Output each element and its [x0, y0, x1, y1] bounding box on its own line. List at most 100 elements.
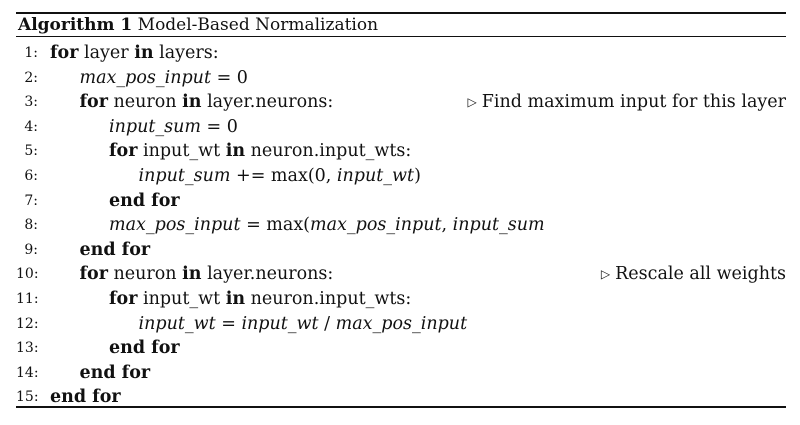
variable: input_sum — [138, 165, 231, 186]
code-text: ) — [414, 165, 421, 186]
code-text: input_wt — [137, 288, 226, 309]
code-text: += max(0, — [230, 165, 337, 186]
algorithm-line: 10: for neuron in layer.neurons: ▷ Rescale … — [16, 262, 786, 287]
line-code: for neuron in layer.neurons: — [80, 262, 334, 287]
code-text: = — [215, 313, 242, 334]
algorithm-title: Model-Based Normalization — [137, 15, 379, 35]
line-number: 8: — [24, 217, 38, 234]
line-number: 15: — [16, 389, 39, 406]
variable: input_wt — [241, 313, 319, 334]
variable: input_wt — [336, 165, 415, 186]
keyword: in — [182, 92, 202, 113]
code-text: , — [441, 215, 453, 236]
keyword: in — [225, 288, 246, 309]
code-text: layer.neurons: — [201, 92, 334, 113]
code-text: = max( — [240, 215, 311, 236]
top-rule — [16, 12, 786, 14]
line-code: max_pos_input = 0 — [80, 66, 248, 91]
code-text: neuron — [107, 264, 183, 285]
code-text: input_wt — [137, 141, 226, 162]
variable: input_sum — [109, 116, 201, 137]
variable: input_wt — [138, 313, 216, 334]
algorithm-line: 6: input_sum += max(0, input_wt) — [16, 164, 786, 189]
code-text: neuron.input_wts: — [245, 288, 412, 309]
line-code: end for — [109, 336, 180, 361]
keyword: in — [134, 43, 154, 63]
line-code: end for — [109, 189, 180, 214]
line-code: max_pos_input = max(max_pos_input, input… — [109, 213, 545, 238]
code-text: layer.neurons: — [201, 264, 334, 285]
code-text: layer — [78, 43, 135, 63]
variable: max_pos_input — [310, 215, 442, 236]
code-text: neuron.input_wts: — [245, 141, 412, 162]
line-number: 3: — [24, 94, 38, 111]
keyword: end for — [79, 239, 151, 260]
line-code: input_wt = input_wt / max_pos_input — [139, 312, 468, 337]
comment-triangle-icon: ▷ — [467, 95, 477, 110]
keyword: for — [109, 288, 138, 309]
line-number: 10: — [16, 266, 39, 283]
comment-text: Rescale all weights — [615, 264, 786, 285]
algorithm-line: 13: end for — [16, 336, 786, 361]
line-number: 2: — [24, 69, 38, 86]
line-number: 6: — [24, 167, 38, 184]
line-number: 9: — [24, 241, 38, 258]
code-text: = 0 — [200, 116, 238, 137]
line-number: 14: — [16, 364, 39, 381]
code-text: / — [318, 313, 336, 334]
code-text: layers: — [153, 43, 219, 63]
algorithm-line: 3: for neuron in layer.neurons: ▷ Find maxi… — [16, 90, 786, 115]
algorithm-line: 2: max_pos_input = 0 — [16, 66, 786, 91]
line-code: for neuron in layer.neurons: — [80, 90, 334, 115]
line-code: for input_wt in neuron.input_wts: — [109, 287, 411, 312]
keyword: end for — [50, 387, 121, 408]
algorithm-block: Algorithm 1 Model-Based Normalization 1:… — [16, 12, 786, 410]
algorithm-line: 11: for input_wt in neuron.input_wts: — [16, 287, 786, 312]
algorithm-line: 7: end for — [16, 189, 786, 214]
algorithm-line: 4: input_sum = 0 — [16, 115, 786, 140]
line-code: for layer in layers: — [50, 41, 219, 66]
line-comment: ▷ Rescale all weights — [601, 262, 786, 287]
algorithm-caption: Algorithm 1 Model-Based Normalization — [16, 14, 786, 36]
line-number: 13: — [16, 340, 39, 357]
line-number: 11: — [16, 290, 39, 307]
keyword: for — [109, 141, 138, 162]
line-number: 12: — [16, 315, 39, 332]
algorithm-line: 12: input_wt = input_wt / max_pos_input — [16, 312, 786, 337]
algorithm-line: 8: max_pos_input = max(max_pos_input, inp… — [16, 213, 786, 238]
keyword: for — [50, 43, 79, 63]
line-comment: ▷ Find maximum input for this layer — [468, 90, 787, 115]
algorithm-line: 14: end for — [16, 361, 786, 386]
caption-rule — [16, 36, 786, 37]
algorithm-line: 5: for input_wt in neuron.input_wts: — [16, 139, 786, 164]
keyword: end for — [79, 362, 151, 383]
keyword: in — [225, 141, 246, 162]
keyword: end for — [109, 338, 180, 359]
comment-text: Find maximum input for this layer — [481, 92, 786, 113]
algorithm-line: 9: end for — [16, 238, 786, 263]
bottom-rule — [16, 406, 786, 408]
code-text: neuron — [107, 92, 183, 113]
keyword: in — [182, 264, 202, 285]
line-code: end for — [80, 238, 151, 263]
line-number: 7: — [24, 192, 38, 209]
line-code: input_sum = 0 — [109, 115, 238, 140]
line-code: input_sum += max(0, input_wt) — [139, 164, 421, 189]
variable: max_pos_input — [79, 67, 212, 88]
keyword: for — [79, 92, 108, 113]
algorithm-lines: 1: for layer in layers: 2: max_pos_input = … — [16, 37, 786, 410]
variable: input_sum — [452, 215, 545, 236]
line-number: 1: — [24, 45, 38, 61]
line-code: end for — [80, 361, 151, 386]
algorithm-line: 1: for layer in layers: — [16, 41, 786, 66]
line-number: 4: — [24, 118, 38, 135]
code-text: = 0 — [211, 67, 248, 88]
line-code: for input_wt in neuron.input_wts: — [109, 139, 411, 164]
line-number: 5: — [24, 143, 38, 160]
comment-triangle-icon: ▷ — [600, 267, 611, 282]
algorithm-line: 15: end for — [16, 385, 786, 410]
keyword: end for — [109, 190, 180, 211]
algorithm-label: Algorithm 1 — [18, 15, 133, 35]
keyword: for — [79, 264, 108, 285]
variable: max_pos_input — [335, 313, 468, 334]
